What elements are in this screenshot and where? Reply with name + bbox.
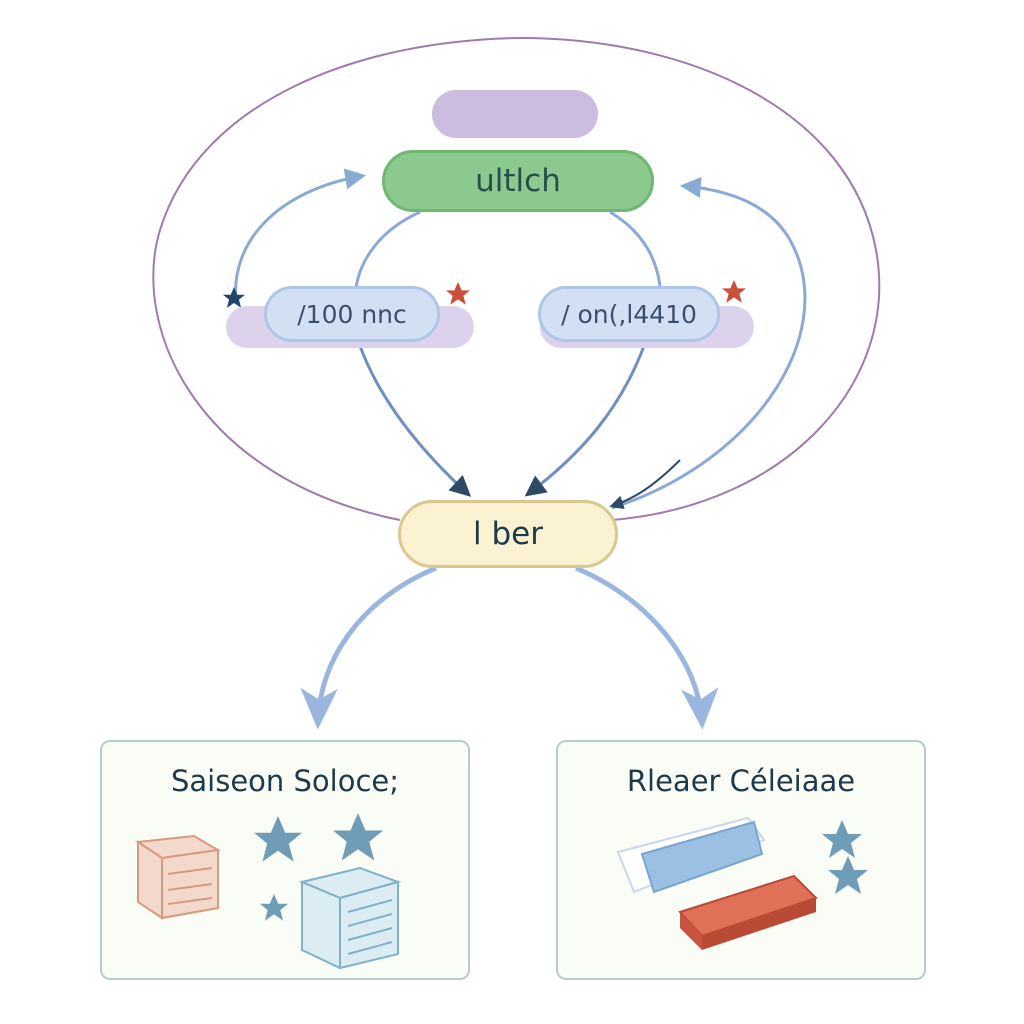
edge-right-to-center (524, 345, 646, 497)
right-panel-title: Rleaer Céleiaae (626, 764, 856, 798)
edge-right-loop-head (609, 459, 681, 510)
edge-left-to-center (358, 345, 472, 497)
edge-right-loop (611, 176, 807, 510)
star-icon (828, 856, 868, 894)
left-option-node[interactable]: /100 nnc (264, 286, 440, 342)
edge-left-loop (234, 168, 367, 303)
center-node[interactable]: l ber (398, 500, 618, 568)
left-panel[interactable]: Saiseon Soloce; (100, 740, 470, 980)
top-node (432, 90, 598, 138)
star-icon (822, 820, 862, 858)
right-option-label: / on(,l4410 (561, 299, 697, 329)
left-panel-title: Saiseon Soloce; (170, 764, 400, 798)
edge-center-to-right-panel (575, 565, 719, 730)
star-icon (722, 280, 746, 303)
star-icon (254, 816, 302, 862)
switch-node[interactable]: ultlch (382, 150, 654, 212)
star-icon (333, 813, 383, 861)
star-icon (223, 287, 245, 308)
tray-icon (678, 874, 818, 950)
edge-switch-to-left (354, 210, 421, 289)
right-panel-illustration (616, 816, 868, 950)
crate-icon (135, 834, 221, 920)
outer-loop-ellipse (152, 36, 881, 521)
star-icon (260, 894, 288, 921)
left-panel-illustration (135, 813, 402, 970)
star-icon (446, 282, 470, 305)
edge-switch-to-right (609, 210, 662, 287)
right-option-node[interactable]: / on(,l4410 (538, 286, 720, 342)
edge-center-to-left-panel (300, 565, 437, 730)
center-node-label: l ber (473, 516, 543, 552)
right-panel[interactable]: Rleaer Céleiaae (556, 740, 926, 980)
crate-icon (298, 866, 402, 970)
left-option-label: /100 nnc (297, 299, 407, 329)
switch-node-label: ultlch (475, 163, 561, 199)
tray-icon (616, 816, 766, 894)
